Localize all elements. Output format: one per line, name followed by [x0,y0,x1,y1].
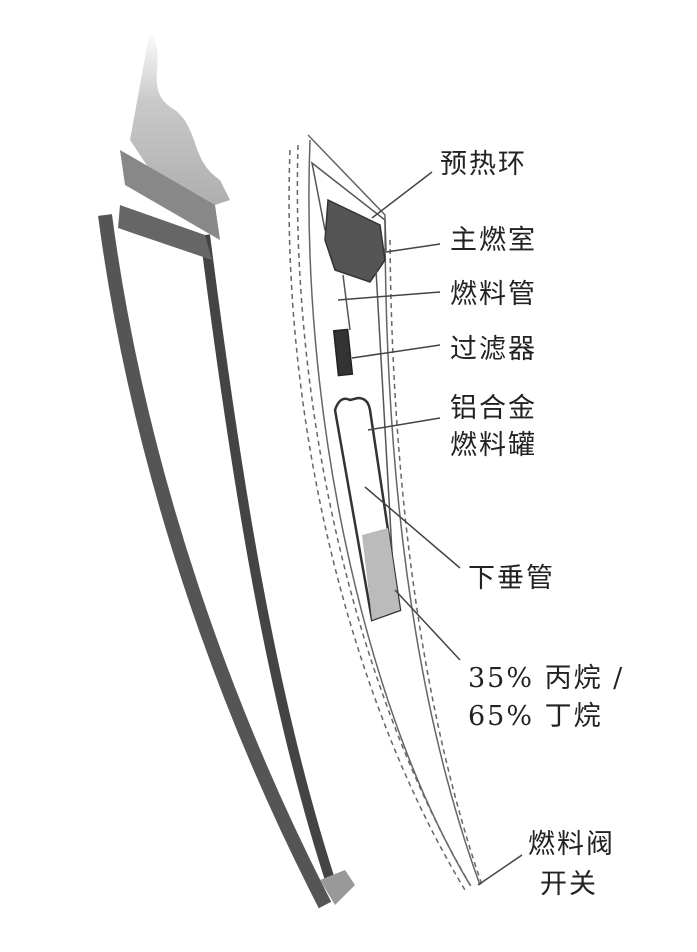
label-tank-line2: 燃料罐 [450,430,537,461]
label-tank-line1: 铝合金 [450,393,537,424]
label-fuel-pipe: 燃料管 [450,279,537,310]
torch-inner-edge [200,234,340,897]
label-filter: 过滤器 [450,334,537,365]
flame-smoke [130,30,230,210]
label-main-chamber: 主燃室 [450,225,537,256]
fuel-tank [333,396,402,622]
body-dashed-2 [296,144,473,889]
leader-preheat-ring [371,171,433,219]
torch-cutaway [288,134,523,891]
label-drop-pipe: 下垂管 [468,563,555,594]
label-preheat-ring: 预热环 [440,149,527,180]
label-valve-line2: 开关 [540,869,598,900]
torch-exterior [98,30,355,909]
leader-fuel-mix [394,589,461,661]
top-panel [310,161,387,252]
leader-drop-pipe [364,486,461,569]
leader-valve [477,854,523,886]
fuel-pipe [342,274,351,331]
label-fuel-mix-line1: 35% 丙烷 / [468,663,625,694]
leader-lines [337,171,523,886]
label-fuel-mix-line2: 65% 丁烷 [468,701,603,732]
torch-outer-edge [98,214,332,909]
label-valve-line1: 燃料阀 [528,829,615,860]
body-outline-outer [307,134,481,886]
body-dashed-3 [389,239,483,886]
filter [332,328,354,377]
torch-top-band [120,150,220,240]
combustion-chamber [324,198,386,283]
leader-tank [367,417,441,431]
body-outline-inner [308,139,471,886]
liquid-fuel [362,528,400,620]
torch-side-shading [118,205,212,260]
torch-bottom [320,870,355,905]
leader-main-chamber [385,243,441,253]
leader-filter [351,344,441,359]
leader-fuel-pipe [337,291,441,301]
